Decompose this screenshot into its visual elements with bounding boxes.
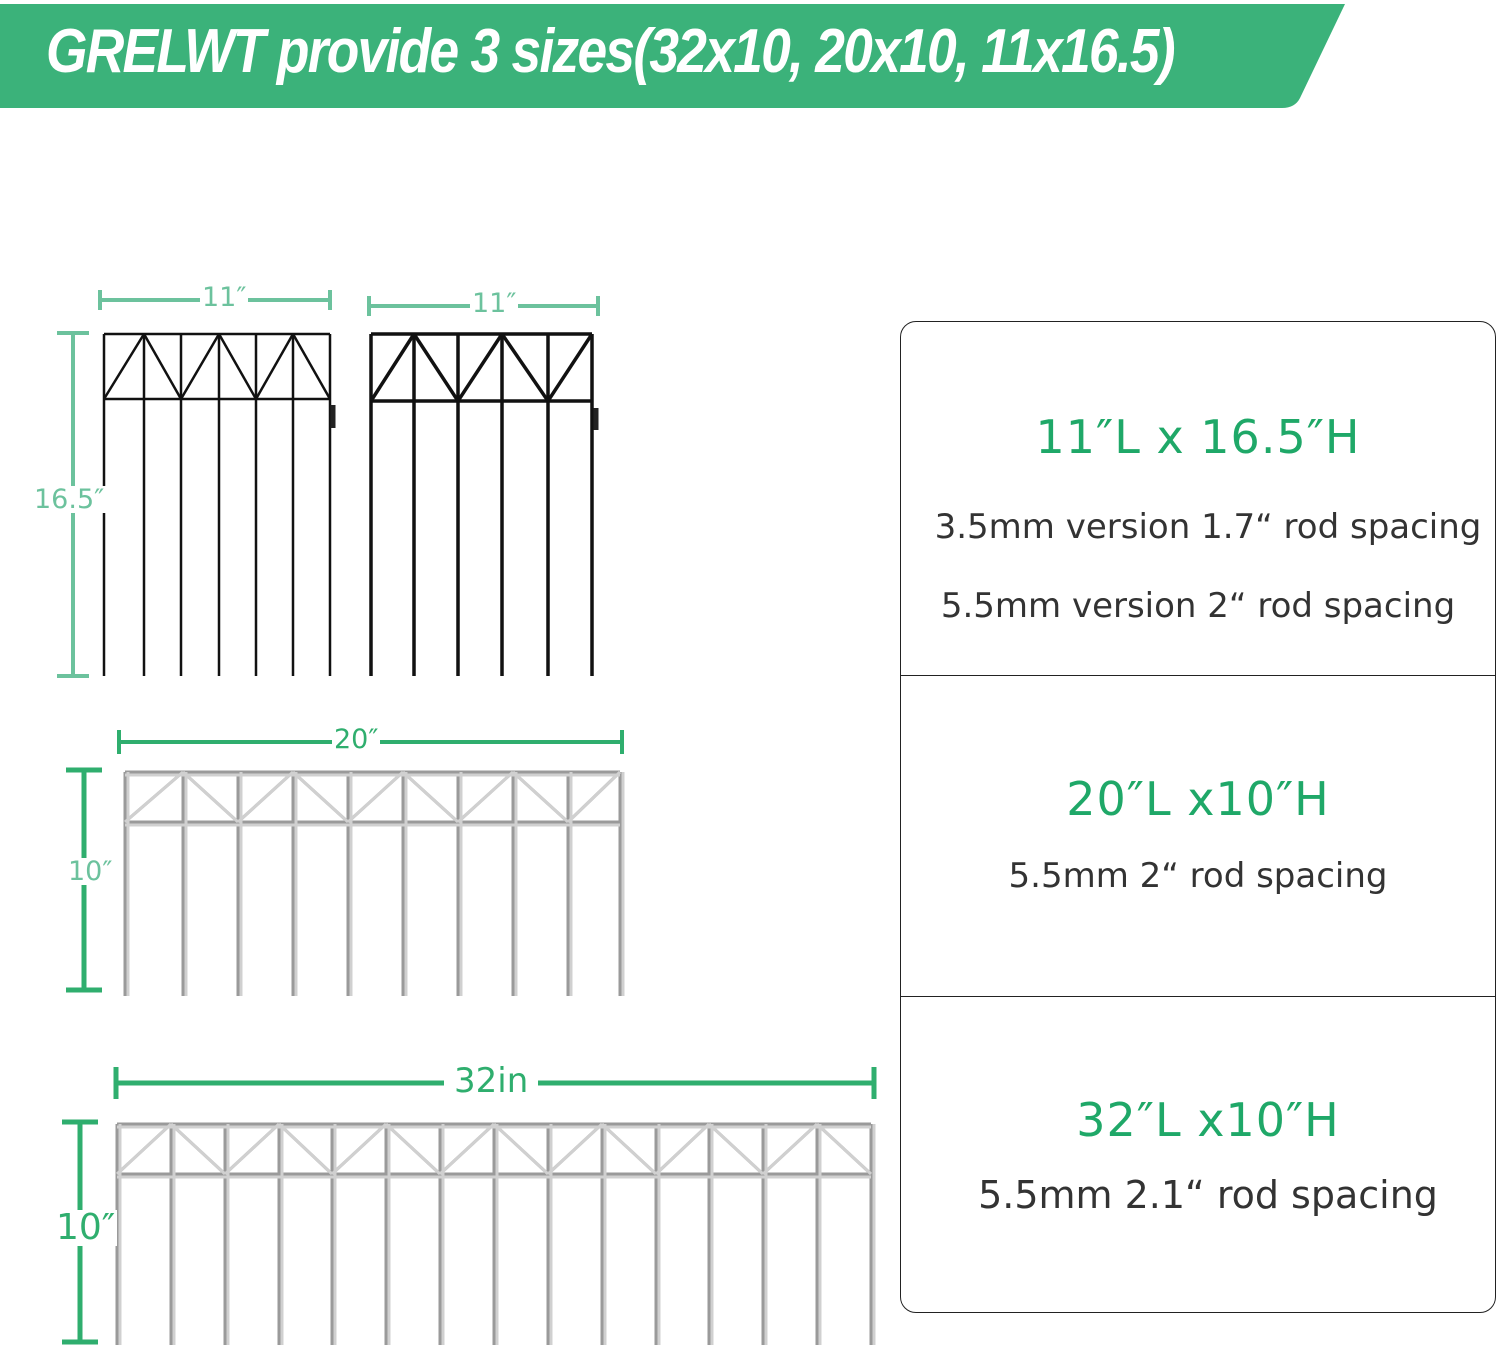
spec-line: 5.5mm version 2“ rod spacing	[940, 586, 1456, 626]
fence-zigzag	[600, 1122, 658, 1176]
fence-zigzag	[456, 333, 504, 402]
spec-line: 5.5mm 2.1“ rod spacing	[978, 1173, 1438, 1217]
fence-zigzag	[707, 1122, 765, 1176]
spec-line: 3.5mm version 1.7“ rod spacing	[934, 507, 1482, 547]
spec-title: 20″L x10″H	[1066, 772, 1330, 826]
fence-zigzag	[566, 770, 622, 824]
fence-drawings	[57, 290, 877, 1345]
fence-zigzag	[291, 333, 332, 400]
fence-zigzag	[412, 333, 460, 402]
fence-zigzag	[438, 1122, 496, 1176]
fence-zigzag	[254, 333, 295, 400]
medium-fence-width-label: 20″	[332, 724, 381, 755]
fence-zigzag	[369, 333, 416, 402]
spec-title: 11″L x 16.5″H	[1035, 410, 1361, 464]
spec-large: 32″L x10″H 5.5mm 2.1“ rod spacing	[901, 997, 1495, 1314]
spec-title: 32″L x10″H	[1076, 1093, 1340, 1147]
fence-zigzag	[761, 1122, 819, 1176]
fence-zigzag	[169, 1122, 227, 1176]
spec-medium: 20″L x10″H 5.5mm 2“ rod spacing	[901, 676, 1495, 997]
fence-zigzag	[124, 770, 184, 824]
fence-zigzag	[500, 333, 550, 402]
fence-zigzag	[102, 333, 146, 400]
fence-zigzag	[456, 770, 515, 824]
fence-zigzag	[546, 333, 594, 402]
large-fence-height-label: 10″	[54, 1207, 118, 1248]
fence-zigzag	[654, 1122, 711, 1176]
title-banner	[0, 4, 1345, 108]
fence-zigzag	[546, 1122, 604, 1176]
small-fence-a-width-label: 11″	[200, 282, 249, 313]
fence-zigzag	[492, 1122, 550, 1176]
spec-line: 5.5mm 2“ rod spacing	[1008, 856, 1388, 896]
fence-zigzag	[217, 333, 258, 400]
fence-zigzag	[511, 770, 570, 824]
fence-zigzag	[401, 770, 460, 824]
banner-title: GRELWT provide 3 sizes(32x10, 20x10, 11x…	[46, 17, 1176, 86]
fence-zigzag	[223, 1122, 281, 1176]
spec-small: 11″L x 16.5″H 3.5mm version 1.7“ rod spa…	[901, 322, 1495, 676]
specs-panel: 11″L x 16.5″H 3.5mm version 1.7“ rod spa…	[900, 321, 1496, 1313]
fence-zigzag	[330, 1122, 388, 1176]
small-fence-b-width-label: 11″	[470, 288, 519, 319]
fence-zigzag	[179, 333, 221, 400]
fence-zigzag	[291, 770, 350, 824]
small-fence-height-label: 16.5″	[32, 484, 107, 515]
medium-fence-height-label: 10″	[66, 856, 115, 887]
fence-zigzag	[115, 1122, 173, 1176]
fence-zigzag	[346, 770, 405, 824]
fence-zigzag	[384, 1122, 442, 1176]
fence-zigzag	[277, 1122, 334, 1176]
large-fence-width-label: 32in	[444, 1064, 539, 1098]
fence-zigzag	[815, 1122, 873, 1176]
fence-zigzag	[236, 770, 295, 824]
fence-zigzag	[142, 333, 183, 400]
fence-zigzag	[181, 770, 240, 824]
